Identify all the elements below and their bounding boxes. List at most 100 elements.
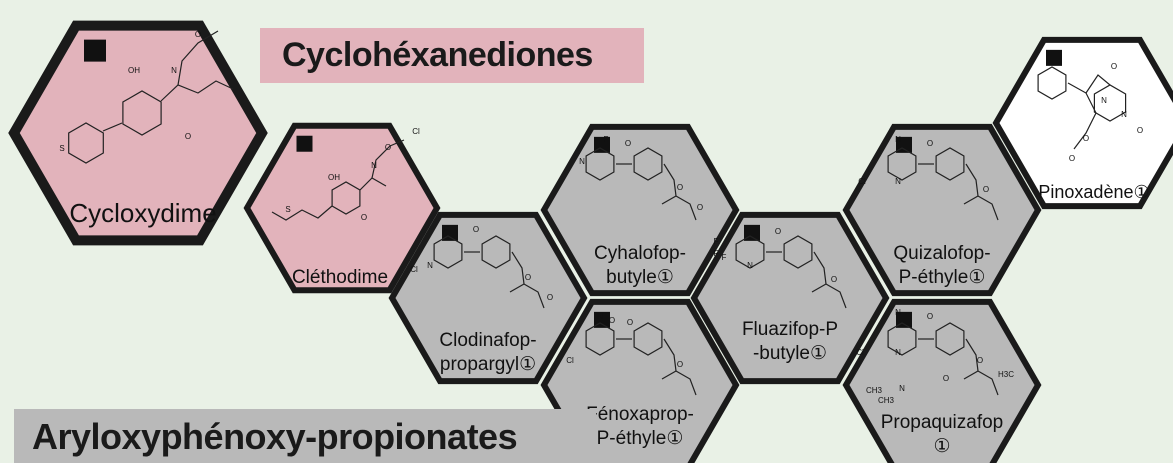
atom-label: N [895,177,901,186]
atom-label: Cl [566,356,574,365]
atom-label: O [927,139,933,148]
atom-label: O [775,227,781,236]
atom-label: F [714,237,719,246]
marker-square [1046,49,1062,66]
compound-name-fluazifop-line-1: Fluazifop-P [742,319,838,340]
atom-label: F [604,135,609,144]
structure-cyhalofop: F N O O O [579,135,703,221]
atom-label: F [722,253,727,262]
structure-pinoxadene: O N N O O O [1037,62,1143,163]
banner-cyclohexanediones: Cyclohéxanediones [260,28,644,83]
compound-name-quizalofop-line-2: P-éthyle① [899,267,986,288]
atom-label: O [1137,126,1143,135]
atom-label: O [1069,154,1075,163]
atom-label: O [927,312,933,321]
compound-name-clodinafop-line-2: propargyl① [440,354,536,375]
compound-name-pinoxadene-line-1: Pinoxadène① [1038,182,1149,202]
hexagon-pinoxadene [992,36,1173,210]
compound-name-clethodime-line-1: Cléthodime [292,267,388,288]
atom-label: O [1111,62,1117,71]
compound-name-fluazifop-line-2: -butyle① [753,343,827,364]
atom-label: O [831,275,837,284]
hexagon-fluazifop [690,211,890,385]
atom-label: N [895,308,901,317]
atom-label: O [185,132,191,141]
atom-label: F [714,249,719,258]
atom-label: N [579,157,585,166]
atom-label: S [285,205,290,214]
structure-fluazifop: FFF N O O [714,227,847,309]
atom-label: OH [128,66,140,75]
atom-label: N [1101,96,1107,105]
structure-quizalofop: N N O O Cl [858,135,999,221]
atom-label: CH3 [866,386,883,395]
atom-label: N [895,348,901,357]
atom-label: O [609,316,615,325]
atom-label: O [547,293,553,302]
atom-label: N [171,66,177,75]
banner-aryloxyphenoxy-propionates: Aryloxyphénoxy-propionates [14,409,596,463]
marker-square [296,135,313,152]
hexagon-quizalofop [842,123,1042,297]
hexagon-clethodime [243,122,441,294]
compound-name-cycloxydime-line-1: Cycloxydime [69,198,216,228]
atom-label: N [427,261,433,270]
atom-label: N [895,135,901,144]
marker-square [84,39,106,62]
atom-label: O [473,225,479,234]
atom-label: OH [328,173,340,182]
hexagon-cyhalofop [540,123,740,297]
atom-label: O [697,203,703,212]
compound-name-quizalofop-line-1: Quizalofop- [893,243,990,264]
atom-label: O [627,318,633,327]
atom-label: H3C [998,370,1014,379]
atom-label: O [677,183,683,192]
atom-label: O [525,273,531,282]
atom-label: Cl [856,348,864,357]
atom-label: O [385,143,391,152]
atom-label: O [677,360,683,369]
compound-pinoxadene: O N N O O O Pinoxadène① [992,36,1173,210]
structure-cycloxydime: OH N O O S [59,30,234,164]
atom-label: O [361,213,367,222]
atom-label: N [371,161,377,170]
atom-label: N [747,261,753,270]
atom-label: O [1083,134,1089,143]
hexagon-clodinafop [388,211,588,385]
compound-name-fenoxaprop-line-2: P-éthyle① [597,428,684,449]
compound-name-propaquizafop-line-2: ① [933,436,950,457]
atom-label: O [943,374,949,383]
atom-label: O [195,30,201,39]
atom-label: N [899,384,905,393]
atom-label: Cl [410,265,418,274]
compound-name-clodinafop-line-1: Clodinafop- [439,330,536,351]
compound-name-cyhalofop-line-2: butyle① [606,267,674,288]
atom-label: N [1121,110,1127,119]
hexagon-propaquizafop [842,298,1042,463]
compound-name-fenoxaprop-line-1: Fénoxaprop- [586,404,694,425]
atom-label: F [444,225,449,234]
compound-name-propaquizafop-line-1: Propaquizafop [881,412,1004,433]
atom-label: O [983,185,989,194]
atom-label: O [977,356,983,365]
atom-label: CH3 [878,396,895,405]
atom-label: N [597,312,603,321]
atom-label: Cl [412,127,420,136]
atom-label: S [59,144,64,153]
compound-name-cyhalofop-line-1: Cyhalofop- [594,243,686,264]
atom-label: Cl [858,177,866,186]
compound-cycloxydime: OH N O O S Cycloxydime [8,20,268,246]
compound-fluazifop: FFF N O O Fluazifop-P -butyle① [690,211,890,385]
atom-label: O [625,139,631,148]
compound-cyhalofop: F N O O O Cyhalofop-butyle① [540,123,740,297]
